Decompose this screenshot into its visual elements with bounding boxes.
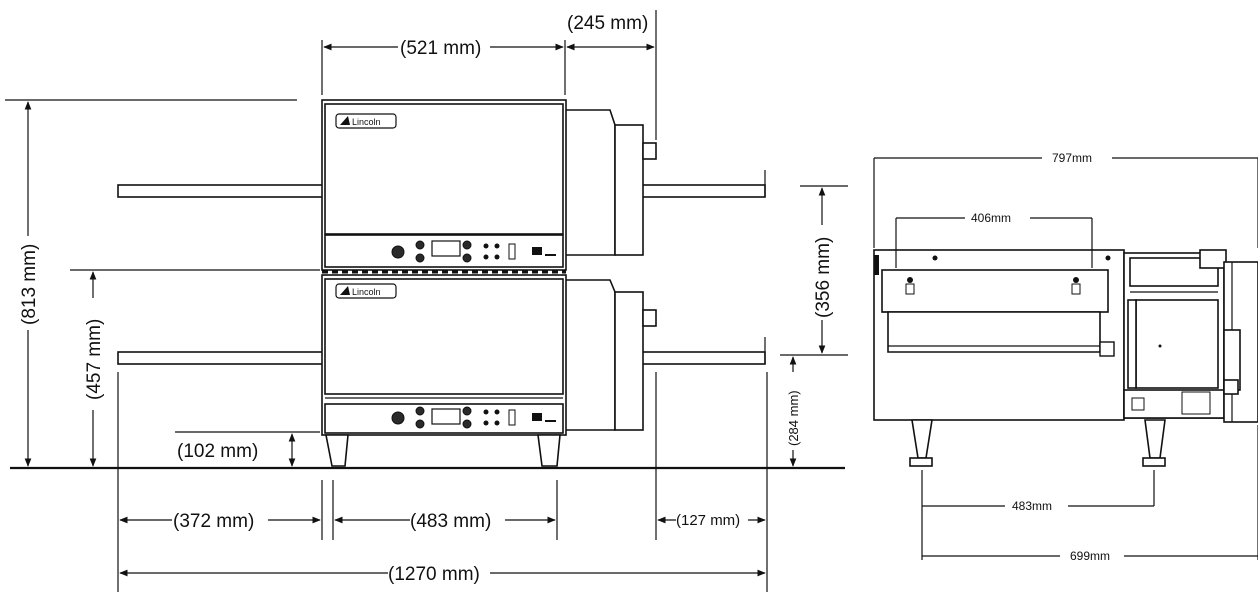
dim-813mm: (813 mm)	[19, 244, 40, 325]
lower-control-panel	[391, 406, 556, 429]
side-view: 797mm 406mm 483mm 699mm	[873, 151, 1258, 563]
dim-699mm: 699mm	[1070, 549, 1110, 563]
upper-control-panel	[391, 240, 556, 263]
dim-1270mm: (1270 mm)	[388, 564, 480, 585]
extension-lines	[5, 10, 848, 592]
dim-406mm: 406mm	[971, 211, 1011, 225]
dim-521mm: (521 mm)	[400, 38, 481, 59]
hanger-left	[905, 277, 915, 295]
upper-rear-housing	[564, 109, 657, 256]
logo-text: Lincoln	[352, 117, 381, 127]
dim-483mm-side: 483mm	[1012, 499, 1052, 513]
dim-127mm: (127 mm)	[676, 512, 740, 529]
dim-372mm: (372 mm)	[173, 511, 254, 532]
side-legs	[909, 419, 1166, 467]
front-view: Lincoln	[5, 10, 848, 592]
dim-245mm: (245 mm)	[567, 13, 648, 34]
dim-483mm: (483 mm)	[410, 511, 491, 532]
dim-457mm: (457 mm)	[84, 319, 105, 400]
dim-102mm: (102 mm)	[177, 441, 258, 462]
hanger-right	[1071, 277, 1081, 295]
lower-rear-housing	[564, 279, 657, 431]
upper-oven: Lincoln	[321, 99, 567, 271]
dim-284mm: (284 mm)	[786, 390, 801, 446]
front-legs	[325, 434, 561, 467]
logo-text-lower: Lincoln	[352, 287, 381, 297]
dim-356mm: (356 mm)	[813, 237, 834, 318]
lower-oven: Lincoln	[321, 274, 567, 436]
dim-797mm: 797mm	[1052, 151, 1092, 165]
side-machinery	[1123, 249, 1258, 423]
logo-badge	[335, 113, 397, 129]
